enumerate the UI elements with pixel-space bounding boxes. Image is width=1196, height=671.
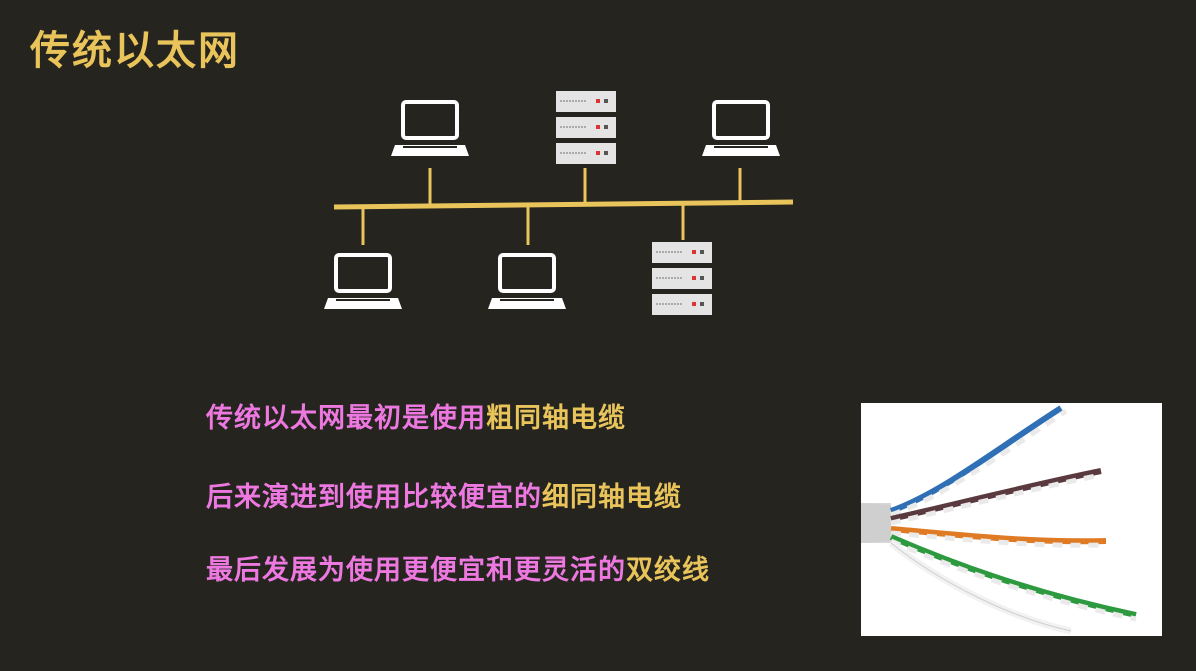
text-line: 后来演进到使用比较便宜的细同轴电缆 [206,475,682,514]
text-line: 最后发展为使用更便宜和更灵活的双绞线 [206,548,710,587]
text-part: 最后发展为使用更便宜和更灵活的 [206,555,626,586]
laptop-icon [391,100,469,156]
text-part: 后来演进到使用比较便宜的 [206,482,542,513]
laptop-icon [324,253,402,309]
text-highlight: 粗同轴电缆 [486,403,626,434]
laptop-icon [702,100,780,156]
text-line: 传统以太网最初是使用粗同轴电缆 [206,396,626,435]
server-icon [556,91,616,164]
laptop-icon [488,253,566,309]
text-highlight: 细同轴电缆 [542,482,682,513]
text-part: 传统以太网最初是使用 [206,403,486,434]
bus-line [333,199,794,210]
text-highlight: 双绞线 [626,555,710,586]
twisted-pair-cable-photo [861,403,1162,636]
server-icon [652,242,712,315]
page-title: 传统以太网 [30,27,240,74]
